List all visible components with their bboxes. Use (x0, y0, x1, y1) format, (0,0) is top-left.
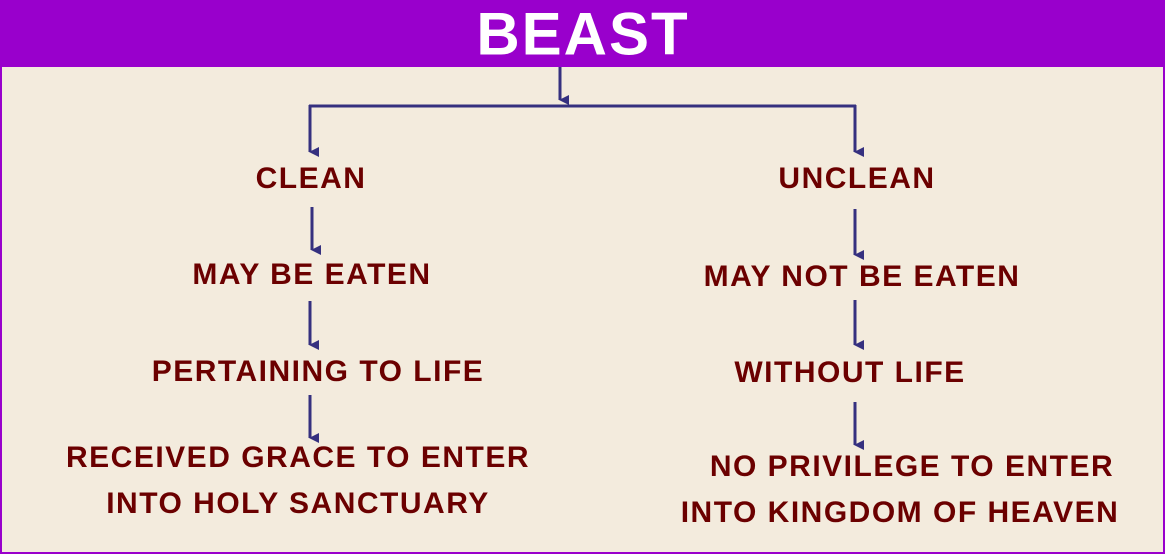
left-outcome: RECEIVED GRACE TO ENTER INTO HOLY SANCTU… (66, 435, 530, 527)
right-outcome: NO PRIVILEGE TO ENTER INTO KINGDOM OF HE… (681, 444, 1120, 536)
header-bar (0, 0, 1165, 67)
left-outcome-line-2: INTO HOLY SANCTUARY (106, 487, 490, 520)
right-step-2: WITHOUT LIFE (734, 356, 966, 389)
left-outcome-line-1: RECEIVED GRACE TO ENTER (65, 441, 531, 474)
right-outcome-line-2: INTO KINGDOM OF HEAVEN (680, 496, 1120, 529)
right-outcome-line-1: NO PRIVILEGE TO ENTER (709, 450, 1115, 483)
left-step-2: PERTAINING TO LIFE (151, 355, 485, 388)
clean-label: CLEAN (255, 162, 367, 195)
left-step-1: MAY BE EATEN (192, 258, 432, 291)
diagram-title: BEAST (476, 0, 690, 68)
right-step-1: MAY NOT BE EATEN (703, 260, 1021, 293)
unclean-label: UNCLEAN (778, 162, 936, 195)
